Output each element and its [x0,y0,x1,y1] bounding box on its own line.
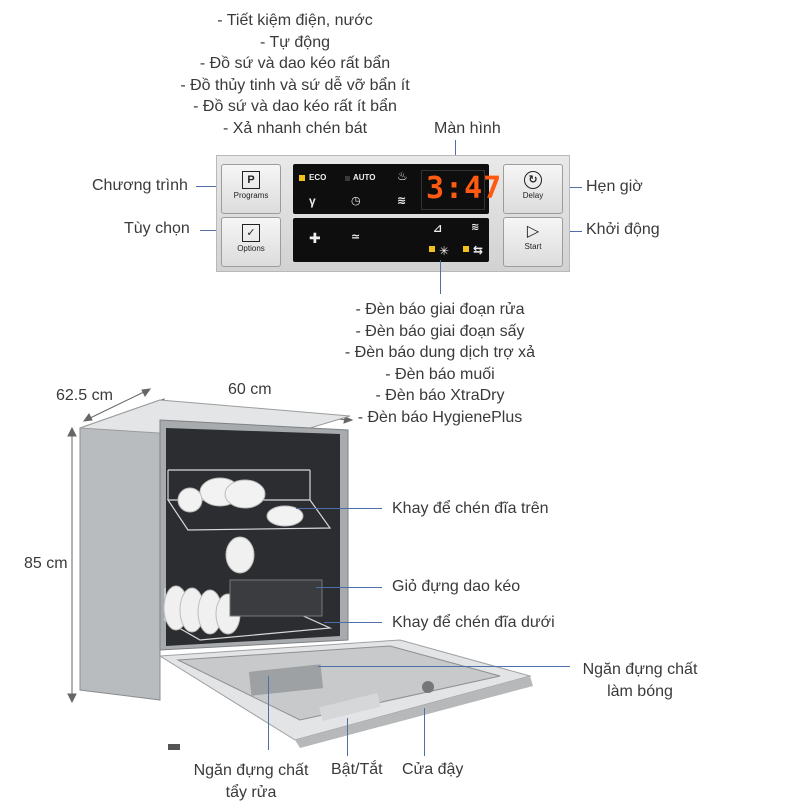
rinse-aid-indicator-icon: ⊿ [433,223,443,235]
auto-text: AUTO [353,173,376,182]
display-label: Màn hình [434,120,501,137]
start-button[interactable]: ▷ Start [503,217,563,267]
start-button-label: Start [524,242,542,251]
time-display-frame: 3:47 [421,170,501,210]
lower-rack-label: Khay để chén đĩa dưới [392,614,555,631]
depth-dimension: 62.5 cm [56,387,113,404]
width-dimension: 60 cm [228,381,272,398]
door-line [424,708,425,756]
upper-rack-line [296,508,382,509]
glass-icon: γ [309,194,316,208]
feature-eco: - Tiết kiệm điện, nước [217,12,373,29]
cutlery-basket [229,579,323,617]
door-front-edge [295,676,533,748]
program-screen: ECO AUTO ♨ γ ◷ ≋ 3:47 [293,164,501,214]
cabinet-side [79,399,161,701]
cutlery-basket-label: Giỏ đựng dao kéo [392,578,521,595]
delay-button-label: Delay [522,191,544,200]
indicator-rinse-aid: - Đèn báo dung dịch trợ xả [344,344,536,361]
programs-button[interactable]: P Programs [221,164,281,214]
indicator-list: - Đèn báo giai đoạn rửa - Đèn báo giai đ… [330,299,550,428]
rinse-aid-label-line1: Ngăn đựng chất [582,661,698,678]
indicator-xtradry: - Đèn báo XtraDry [375,387,505,404]
cutlery-basket-line [316,587,382,588]
play-icon: ▷ [526,223,540,240]
start-label: Khởi động [586,221,660,238]
program-feature-list: - Tiết kiệm điện, nước - Tự động - Đồ sứ… [150,10,440,139]
indicators-leader-line [440,260,441,294]
xtradry-icon: ≃ [351,231,361,243]
auto-led [345,176,350,181]
feature-rinse: - Xả nhanh chén bát [222,119,368,137]
indicator-screen: ✚ ≃ ⊿ ≋ ✳ ⇆ [293,218,489,262]
delay-button[interactable]: ↻ Delay [503,164,563,214]
feature-glass: - Đồ thủy tinh và sứ dễ vỡ bẩn ít [180,76,410,94]
upper-rack-dishes [177,477,304,527]
quick-wash-icon: ◷ [351,195,361,207]
indicator-wash: - Đèn báo giai đoạn rửa [355,301,525,318]
indicator-dry: - Đèn báo giai đoạn sấy [355,322,525,340]
rinse-aid-cap [422,681,434,693]
feature-auto: - Tự động [259,33,330,51]
power-label: Bật/Tắt [331,761,383,778]
eco-text: ECO [309,173,327,182]
detergent-label: Ngăn đựng chất tẩy rửa [186,760,316,803]
options-label: Tùy chọn [124,220,190,237]
detergent-label-line2: tẩy rửa [225,783,277,801]
wash-phase-led [429,246,435,252]
detergent-label-line1: Ngăn đựng chất [193,762,309,779]
control-panel: P Programs ✓ Options ↻ Delay ▷ Start ECO… [216,155,570,272]
height-dimension: 85 cm [24,555,68,572]
upper-rack-label: Khay để chén đĩa trên [392,500,549,517]
cycle-icon: ⇆ [473,243,484,257]
rinse-aid-line [318,666,570,667]
delay-label: Hẹn giờ [586,178,643,195]
feature-intensive: - Đồ sứ và dao kéo rất bẩn [199,55,391,72]
spray-icon: ≋ [397,195,407,207]
brand-panel [319,692,381,722]
options-button-label: Options [237,244,265,253]
clock-icon: ↻ [524,171,542,189]
rinse-aid-label-line2: làm bóng [607,682,673,700]
programs-label: Chương trình [92,177,188,194]
time-display: 3:47 [426,171,503,206]
eco-led [299,175,305,181]
rinse-phase-led [463,246,469,252]
programs-icon: P [242,171,260,189]
feature-light: - Đồ sứ và dao kéo rất ít bẩn [193,98,397,115]
rinse-aid-label: Ngăn đựng chất làm bóng [572,659,708,702]
lower-rack-line [324,622,382,623]
detergent-compartment [248,664,324,696]
hygiene-plus-icon: ✚ [309,230,321,246]
power-line [347,718,348,756]
indicator-salt: - Đèn báo muối [385,365,495,383]
indicator-hygieneplus: - Đèn báo HygienePlus [357,408,523,426]
pot-icon: ♨ [397,169,408,183]
door-inner [176,645,501,721]
checklist-icon: ✓ [242,224,260,242]
cabinet-feet [168,744,180,750]
salt-indicator-icon: ≋ [471,222,480,233]
detergent-line [268,676,269,750]
programs-button-label: Programs [233,191,269,200]
dry-phase-icon: ✳ [439,244,450,258]
options-button[interactable]: ✓ Options [221,217,281,267]
door-label: Cửa đậy [402,761,464,778]
